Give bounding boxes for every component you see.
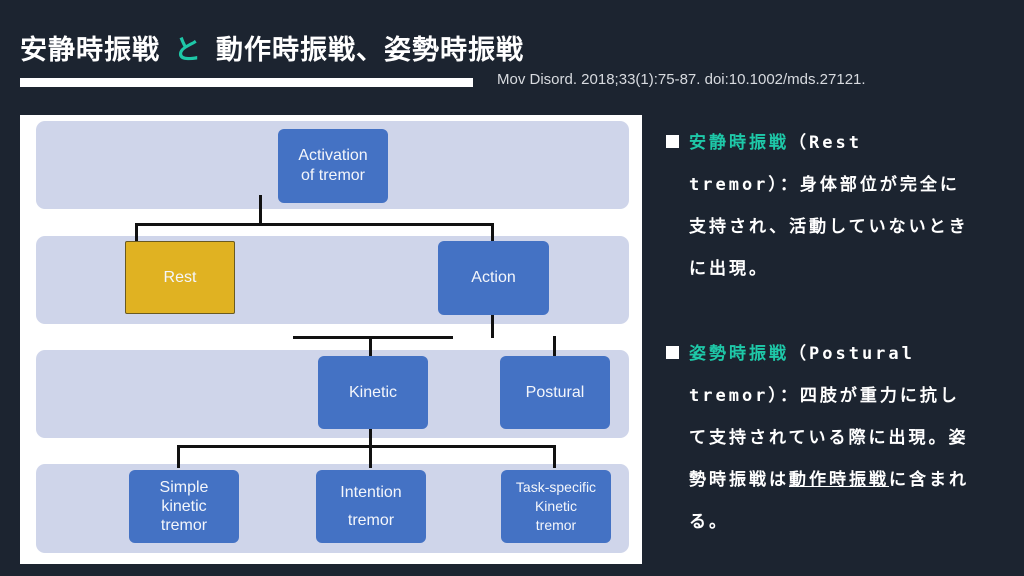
node-rest: Rest [126, 242, 234, 313]
title-rest-tremor: 安静時振戦 [20, 35, 160, 66]
slide-title: 安静時振戦と動作時振戦、姿勢時振戦 [20, 28, 524, 67]
connector-line [491, 223, 494, 243]
connector-line [553, 336, 556, 357]
note-text: 姿勢時振戦（Postural tremor）：四肢が重力に抗して支持されている際… [689, 333, 979, 543]
citation: Mov Disord. 2018;33(1):75-87. doi:10.100… [497, 71, 866, 88]
connector-line [553, 445, 556, 468]
node-action: Action [438, 241, 549, 315]
connector-line [259, 195, 262, 225]
node-task-specific-kinetic-tremor: Task-specific Kinetic tremor [501, 470, 611, 543]
title-action-tremor: 動作時振戦、姿勢時振戦 [216, 35, 524, 66]
action-tremor-link[interactable]: 動作時振戦 [789, 470, 889, 490]
note-text: 安静時振戦（Rest tremor）：身体部位が完全に支持され、活動していないと… [689, 122, 979, 290]
node-intention-tremor: Intention tremor [316, 470, 426, 543]
connector-line [293, 336, 453, 339]
tremor-classification-diagram: Activation of tremor Rest Action Kinetic… [20, 115, 642, 564]
node-kinetic: Kinetic [318, 356, 428, 429]
node-postural: Postural [500, 356, 610, 429]
node-simple-kinetic-tremor: Simple kinetic tremor [129, 470, 239, 543]
note-term: 姿勢時振戦 [689, 344, 789, 364]
connector-line [177, 445, 556, 448]
square-bullet-icon [666, 135, 679, 148]
connector-line [491, 313, 494, 338]
note-english: （Postural tremor） [689, 344, 915, 406]
connector-line [135, 223, 493, 226]
note-body: ：身体部位が完全に支持され、活動していないときに出現。 [689, 175, 969, 279]
note-body-suffix: に含まれる。 [689, 470, 969, 532]
connector-line [177, 445, 180, 468]
connector-line [135, 223, 138, 241]
square-bullet-icon [666, 346, 679, 359]
connector-line [369, 336, 372, 357]
title-connector: と [174, 35, 202, 66]
title-underline-bar [20, 78, 473, 87]
note-term: 安静時振戦 [689, 133, 789, 153]
note-english: （Rest tremor） [689, 133, 862, 195]
node-activation-of-tremor: Activation of tremor [278, 129, 388, 203]
note-body: ：四肢が重力に抗して支持されている際に出現。姿勢時振戦は [689, 386, 969, 490]
